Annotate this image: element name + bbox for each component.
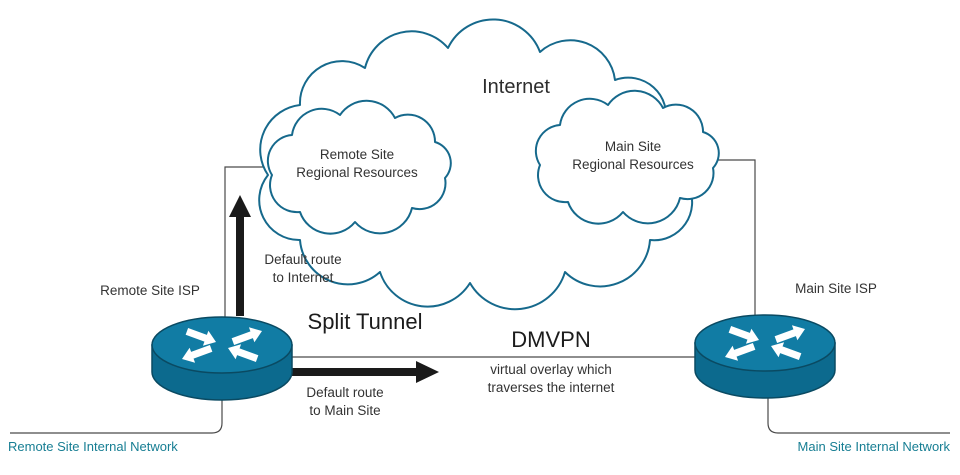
default-route-internet-arrow — [229, 195, 251, 316]
remote-router-icon — [151, 316, 293, 401]
main-regional-cloud-icon — [534, 89, 720, 225]
remote-internal-bracket-line — [10, 396, 223, 434]
main-cloud-connector-line — [705, 159, 756, 318]
main-internal-bracket-line — [767, 396, 950, 434]
remote-cloud-connector-line — [224, 166, 270, 318]
remote-regional-cloud-icon — [266, 99, 452, 235]
main-router-icon — [694, 314, 836, 399]
default-route-main-arrow — [292, 361, 439, 383]
